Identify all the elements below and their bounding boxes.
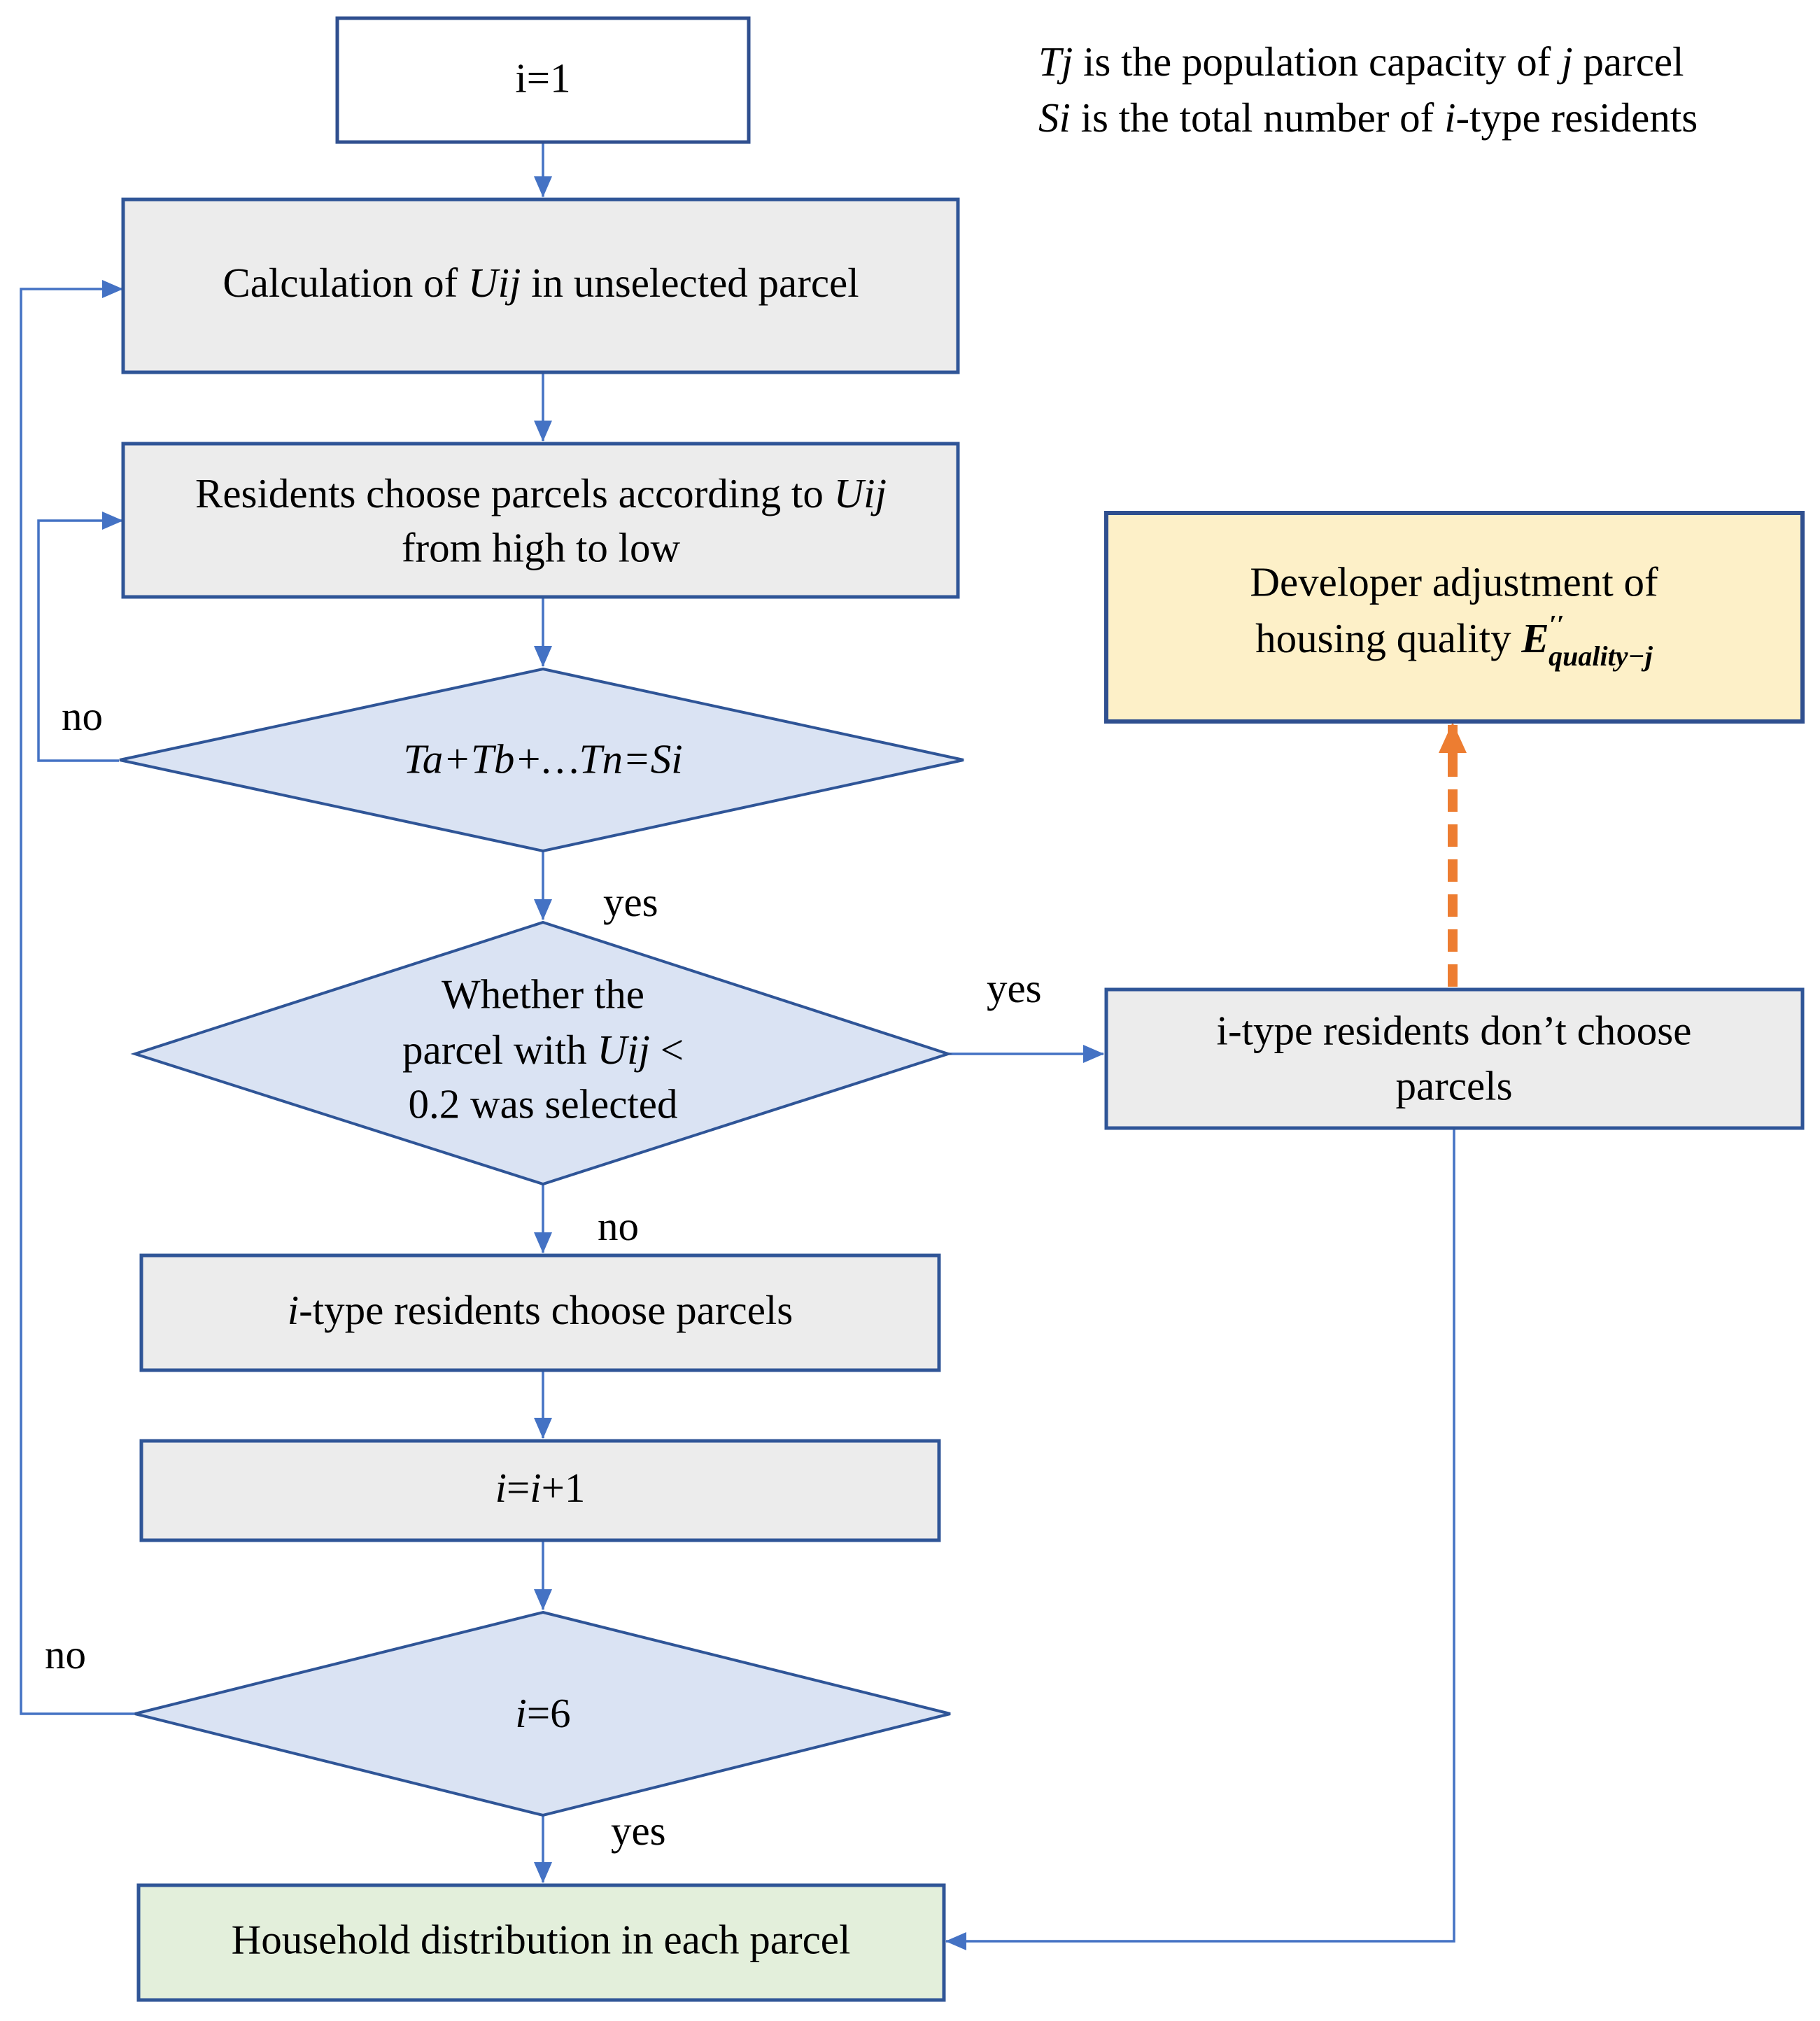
- threshold-check-diamond: [130, 920, 953, 1186]
- calc-label: Calculation of Uij in unselected parcel: [223, 260, 859, 306]
- formula-sub: quality−j: [1549, 640, 1653, 672]
- label-yes-end: yes: [611, 1808, 666, 1854]
- increment-box: [139, 1439, 941, 1542]
- itype-choose-box: [139, 1253, 941, 1372]
- label-yes-threshold: yes: [987, 965, 1042, 1011]
- capacity-check-diamond: [119, 667, 964, 853]
- formula-sup: ′′: [1549, 610, 1564, 640]
- choose-label-line1: Residents choose parcels according to Ui…: [195, 470, 887, 516]
- developer-box: [1104, 511, 1805, 724]
- developer-label-line1: Developer adjustment of: [1250, 559, 1658, 605]
- loop-endcheck-no: [20, 280, 135, 1715]
- loop-capacity-no: [37, 512, 123, 762]
- dont-choose-line1: i-type residents don’t choose: [1217, 1008, 1692, 1054]
- threshold-check-line3: 0.2 was selected: [409, 1081, 678, 1127]
- end-check-label: i=6: [515, 1690, 570, 1736]
- itype-choose-label: i-type residents choose parcels: [288, 1287, 793, 1333]
- legend-line-capacity: Tj is the population capacity of j parce…: [1038, 38, 1684, 85]
- choose-box: [121, 442, 960, 599]
- start-label: i=1: [515, 55, 570, 101]
- formula-base: E: [1521, 615, 1549, 661]
- capacity-check-label: Ta+Tb+…Tn=Si: [403, 736, 682, 782]
- increment-label: i=i+1: [495, 1465, 586, 1511]
- choose-label-line2: from high to low: [402, 525, 681, 571]
- threshold-check-line1: Whether the: [442, 971, 644, 1017]
- label-no-capacity: no: [62, 693, 103, 739]
- label-no-end: no: [45, 1631, 86, 1677]
- arrow-dontchoose-to-result: [945, 1128, 1455, 1950]
- result-label: Household distribution in each parcel: [232, 1917, 851, 1963]
- end-check-diamond: [134, 1610, 951, 1817]
- start-box: [335, 16, 751, 144]
- dont-choose-line2: parcels: [1395, 1063, 1512, 1109]
- legend-line-residents: Si is the total number of i-type residen…: [1038, 94, 1698, 141]
- label-yes-capacity: yes: [603, 879, 658, 925]
- developer-label-line2: housing quality E′′quality−j: [1255, 610, 1653, 672]
- label-no-threshold: no: [598, 1203, 639, 1249]
- dont-choose-box: [1104, 987, 1805, 1130]
- result-box: [136, 1883, 946, 2002]
- threshold-check-line2: parcel with Uij <: [402, 1027, 684, 1073]
- calc-box: [121, 197, 960, 374]
- connectors: [20, 142, 1467, 1950]
